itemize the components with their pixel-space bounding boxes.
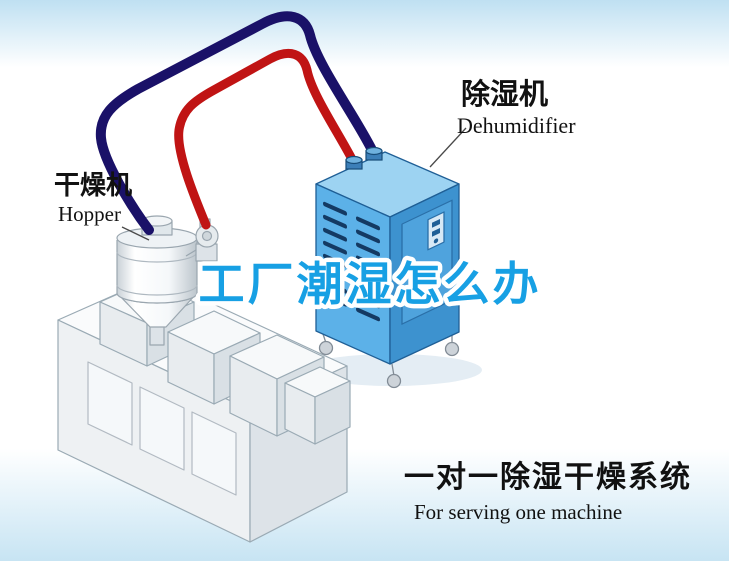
dehumidifier-pointer-line	[429, 127, 467, 168]
machine-door	[191, 411, 237, 496]
caster-wheel	[318, 340, 334, 356]
hopper-neck	[149, 324, 165, 346]
machine-door	[87, 361, 133, 446]
caption-zh: 一对一除湿干燥系统	[404, 460, 692, 494]
caster-wheel	[444, 341, 460, 357]
hopper-dryer	[116, 215, 219, 346]
red-air-pipe	[174, 48, 359, 230]
panel-button	[432, 218, 440, 228]
hopper-label-zh: 干燥机	[54, 170, 132, 200]
vent-grill	[323, 201, 380, 322]
dehumidifier-unit	[315, 151, 460, 389]
caster-wheels	[318, 330, 460, 389]
panel-button	[432, 227, 440, 237]
hopper-label-en: Hopper	[58, 202, 121, 226]
caption-en: For serving one machine	[414, 500, 622, 524]
hopper-body	[116, 240, 198, 304]
caster-wheel	[386, 373, 402, 389]
dehumidifier-label-zh: 除湿机	[461, 77, 548, 111]
watermark-text: 工厂潮湿怎么办	[199, 258, 542, 310]
blue-air-pipe	[95, 11, 379, 235]
blower-motor	[185, 218, 219, 262]
panel-knob	[433, 238, 439, 244]
extruder-machine	[57, 276, 351, 543]
machine-door	[139, 386, 185, 471]
dehumidifier-label-en: Dehumidifier	[457, 113, 576, 138]
hopper-pointer-line	[121, 226, 150, 241]
pipe-fittings	[345, 146, 383, 170]
